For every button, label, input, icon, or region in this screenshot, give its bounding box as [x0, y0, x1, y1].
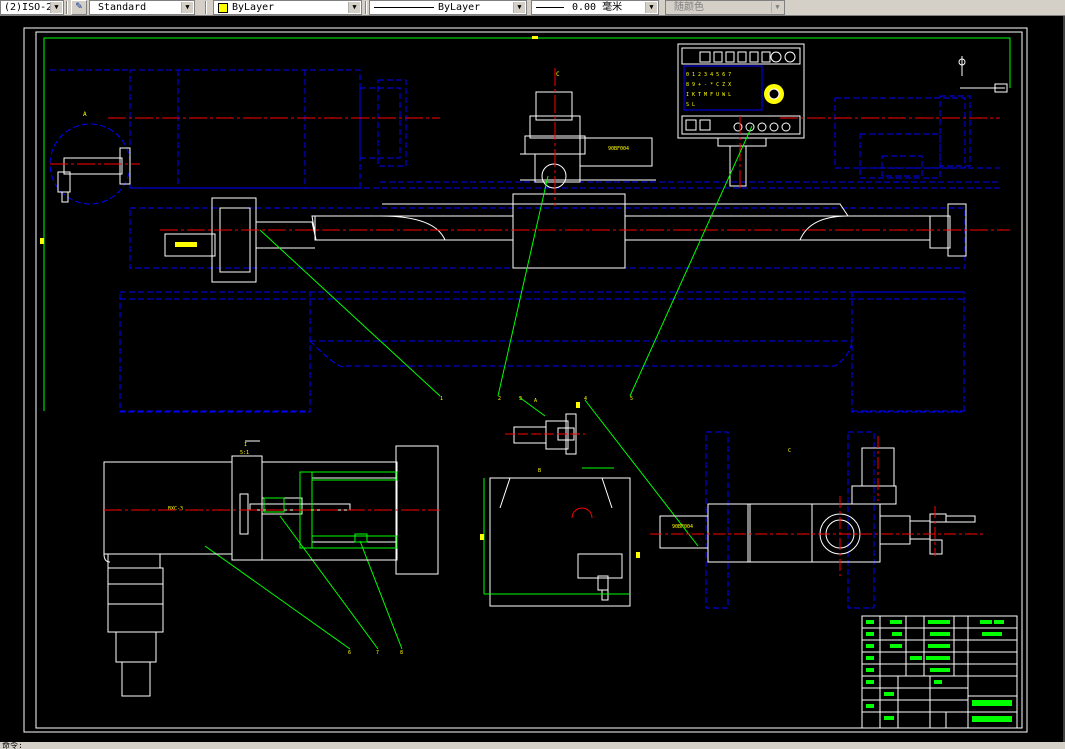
part-number: 1 — [440, 396, 443, 402]
tailstock-handwheel — [958, 56, 1008, 93]
textstyle-select[interactable]: Standard ▼ — [89, 0, 195, 15]
part-number: 3 — [519, 396, 522, 402]
vertical-scrollbar[interactable] — [1063, 16, 1065, 742]
dimstyle-select[interactable]: (2)ISO-2 ▼ — [0, 0, 64, 15]
linetype-value: ByLayer — [438, 2, 481, 13]
textstyle-icon[interactable]: ✎ — [71, 0, 87, 15]
lineweight-value: 0.00 毫米 — [572, 2, 623, 13]
keypad-row: 0 1 2 3 4 5 6 7 — [686, 72, 731, 78]
linetype-preview-icon — [374, 7, 434, 8]
part-number: 6 — [348, 650, 351, 656]
centerlines — [50, 68, 1010, 231]
view-c-hidden — [705, 431, 875, 609]
keypad-row: I K T M F U W L — [686, 92, 731, 98]
drawing-viewport[interactable]: A 90BF004 C — [0, 16, 1065, 742]
chevron-down-icon: ▼ — [181, 2, 193, 13]
headstock-hidden — [50, 69, 1000, 413]
command-line[interactable]: 命令: — [0, 742, 1065, 749]
view-b — [489, 477, 631, 607]
view-a-mark — [576, 402, 580, 408]
motor-label: 90BF004 — [672, 524, 693, 530]
layer-color-value: ByLayer — [232, 2, 275, 13]
part-leaders — [204, 125, 753, 650]
chevron-down-icon: ▼ — [348, 2, 360, 13]
view-label: C — [788, 448, 791, 454]
plotstyle-select: 随颜色 ▼ — [665, 0, 785, 15]
view-b-mark — [636, 552, 640, 558]
chevron-down-icon: ▼ — [645, 2, 657, 13]
detail-label-a: A — [83, 111, 87, 118]
part-number: 7 — [376, 650, 379, 656]
view-label: B — [538, 468, 541, 474]
spindle-label: BXC-3 — [168, 506, 183, 512]
view-label: I — [244, 442, 247, 448]
view-b-arc — [571, 507, 593, 519]
section-label-c: C — [556, 71, 560, 78]
toolbar-separator — [205, 1, 207, 14]
lineweight-select[interactable]: 0.00 毫米 ▼ — [531, 0, 659, 15]
color-swatch-icon — [218, 3, 228, 13]
sheet-outer-border — [23, 27, 1028, 733]
plotstyle-value: 随颜色 — [674, 2, 704, 13]
dimstyle-value: (2)ISO-2 — [4, 2, 53, 13]
cad-drawing: A 90BF004 C — [23, 27, 1028, 733]
view-b-dims — [483, 467, 630, 595]
command-prompt: 命令: — [2, 742, 23, 749]
textstyle-value: Standard — [98, 2, 147, 13]
view-c-centerlines — [650, 436, 985, 576]
toolbar-separator — [365, 1, 367, 14]
detail-a-part — [57, 147, 131, 203]
chevron-down-icon: ▼ — [50, 2, 62, 13]
scale-label: 5:1 — [240, 450, 249, 456]
chevron-down-icon: ▼ — [771, 2, 783, 13]
motor-label: 90BF004 — [608, 146, 629, 152]
title-block — [861, 615, 1018, 729]
properties-toolbar: (2)ISO-2 ▼ ✎ Standard ▼ ByLayer ▼ ByLaye… — [0, 0, 1065, 16]
cnc-control-panel: 0 1 2 3 4 5 6 7 8 9 + - * C Z X I K T M … — [677, 43, 805, 187]
section-i-view — [103, 445, 439, 697]
frame-mark — [532, 36, 538, 39]
toolbar-separator — [66, 1, 68, 14]
keypad-row: 8 9 + - * C Z X — [686, 82, 731, 88]
frame-leader-line — [43, 37, 1011, 411]
chevron-down-icon: ▼ — [513, 2, 525, 13]
part-number: 5 — [630, 396, 633, 402]
part-number: 2 — [498, 396, 501, 402]
lead-screw — [164, 193, 967, 283]
sheet-inner-border — [35, 31, 1023, 729]
frame-mark — [40, 238, 44, 244]
servo-motor-top — [520, 91, 656, 189]
lead-screw-mark — [175, 242, 197, 247]
linetype-select[interactable]: ByLayer ▼ — [369, 0, 527, 15]
part-number: 4 — [584, 396, 587, 402]
keypad-row: S L — [686, 102, 695, 108]
layer-color-select[interactable]: ByLayer ▼ — [213, 0, 362, 15]
view-b-mark — [480, 534, 484, 540]
view-label: A — [534, 398, 537, 404]
part-number: 8 — [400, 650, 403, 656]
view-c — [659, 447, 976, 563]
lineweight-preview-icon — [536, 7, 564, 8]
